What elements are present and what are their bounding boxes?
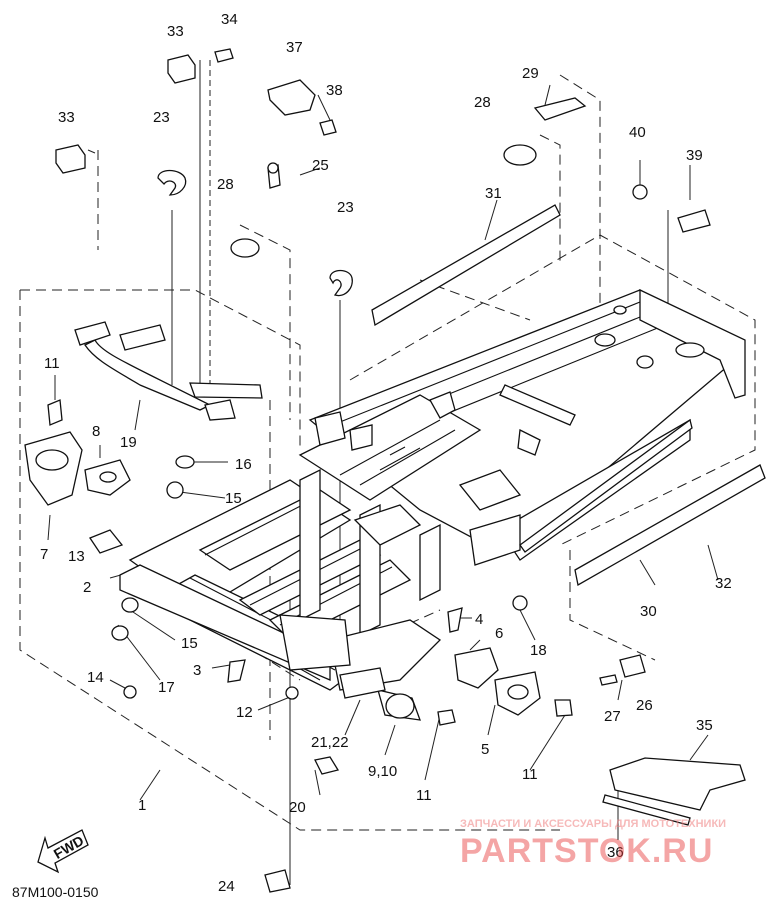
callout-27: 27 <box>604 708 621 725</box>
callout-8: 8 <box>92 423 100 440</box>
callout-40: 40 <box>629 124 646 141</box>
watermark-tagline: ЗАПЧАСТИ И АКСЕССУАРЫ ДЛЯ МОТОТЕХНИКИ <box>460 818 726 830</box>
callout-29: 29 <box>522 65 539 82</box>
callout-23-center: 23 <box>337 199 354 216</box>
callout-38: 38 <box>326 82 343 99</box>
callout-5: 5 <box>481 741 489 758</box>
callout-12: 12 <box>236 704 253 721</box>
watermark: ЗАПЧАСТИ И АКСЕССУАРЫ ДЛЯ МОТОТЕХНИКИ PA… <box>460 818 726 870</box>
callout-17: 17 <box>158 679 175 696</box>
callout-13: 13 <box>68 548 85 565</box>
callout-9-10: 9,10 <box>368 763 397 780</box>
callout-3: 3 <box>193 662 201 679</box>
small-parts <box>55 48 711 297</box>
callout-34: 34 <box>221 11 238 28</box>
callout-18: 18 <box>530 642 547 659</box>
callout-35: 35 <box>696 717 713 734</box>
main-frame <box>119 204 766 691</box>
callout-31: 31 <box>485 185 502 202</box>
callout-4: 4 <box>475 611 483 628</box>
callout-21-22: 21,22 <box>311 734 349 751</box>
dashed-boundaries <box>19 74 756 831</box>
handle-bar-19 <box>74 321 263 421</box>
fwd-arrow: FWD <box>37 829 89 874</box>
callout-26: 26 <box>636 697 653 714</box>
callout-32: 32 <box>715 575 732 592</box>
callout-11-bottom: 11 <box>416 787 432 804</box>
callout-16: 16 <box>235 456 252 473</box>
callout-36: 36 <box>607 844 624 861</box>
callout-28-left: 28 <box>217 176 234 193</box>
callout-19: 19 <box>120 434 137 451</box>
callout-33-left: 33 <box>58 109 75 126</box>
watermark-logo: PARTSTOK.RU <box>460 832 713 870</box>
callout-1: 1 <box>138 797 146 814</box>
callout-14: 14 <box>87 669 104 686</box>
callout-37: 37 <box>286 39 303 56</box>
callout-23-left: 23 <box>153 109 170 126</box>
callout-33-top: 33 <box>167 23 184 40</box>
callout-20: 20 <box>289 799 306 816</box>
callout-15-top: 15 <box>225 490 242 507</box>
callout-28-right: 28 <box>474 94 491 111</box>
callout-15-bottom: 15 <box>181 635 198 652</box>
callout-6: 6 <box>495 625 503 642</box>
drawing-code: 87M100-0150 <box>12 884 99 900</box>
callout-39: 39 <box>686 147 703 164</box>
callout-11-right: 11 <box>522 766 538 783</box>
callout-11-top: 11 <box>44 355 60 372</box>
callout-30: 30 <box>640 603 657 620</box>
lower-parts <box>24 399 746 893</box>
callout-2: 2 <box>83 579 91 596</box>
callout-7: 7 <box>40 546 48 563</box>
callout-25: 25 <box>312 157 329 174</box>
callout-labels: 33 34 37 38 29 33 23 28 25 40 39 28 31 2… <box>40 11 732 895</box>
callout-24: 24 <box>218 878 235 895</box>
